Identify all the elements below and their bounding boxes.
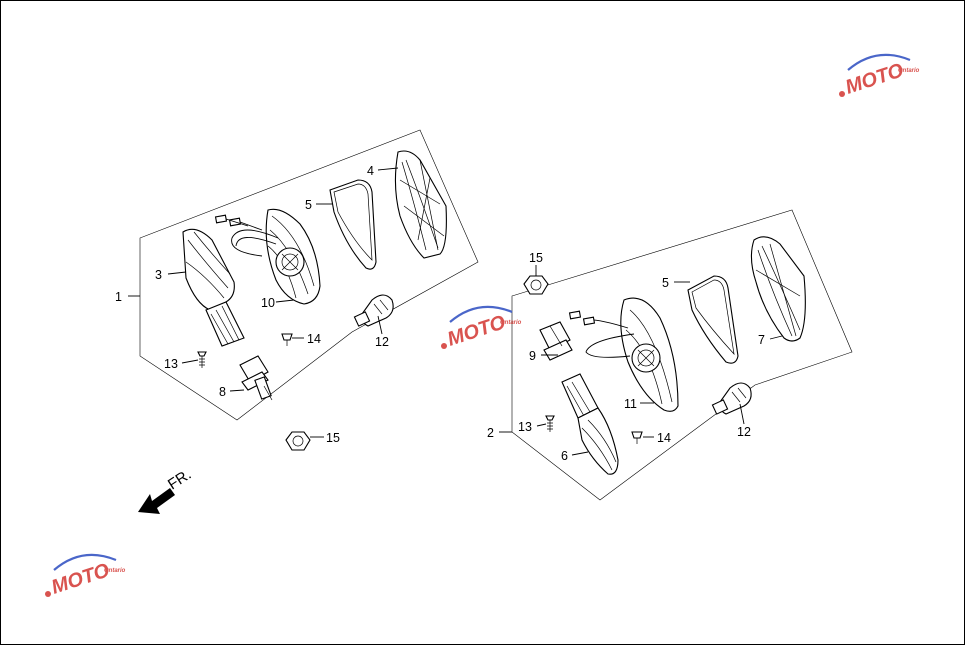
part-9-socket xyxy=(539,321,573,361)
callout-7: 7 xyxy=(758,333,765,347)
watermark-center: MOTO Ontario xyxy=(441,305,522,351)
watermark-top-right: MOTO Ontario xyxy=(839,53,920,99)
callout-5-right: 5 xyxy=(662,276,669,290)
callout-9: 9 xyxy=(529,349,536,363)
callout-12-left: 12 xyxy=(375,335,389,349)
part-8-socket xyxy=(239,355,273,401)
part-12-bulb-right xyxy=(711,382,752,415)
callout-15-right: 15 xyxy=(529,251,543,265)
leader-lines xyxy=(128,167,783,456)
part-5-gasket-left xyxy=(329,179,377,270)
callout-10: 10 xyxy=(261,296,275,310)
dot-icon xyxy=(839,91,845,97)
left-assembly-outline xyxy=(139,129,479,421)
callout-14-left: 14 xyxy=(307,332,321,346)
part-7-outer-lens xyxy=(750,236,806,342)
part-3-lens-cover xyxy=(182,228,245,347)
swoosh-icon xyxy=(847,53,911,71)
watermark-sub-text: Ontario xyxy=(104,568,126,574)
callout-8: 8 xyxy=(219,385,226,399)
watermark-sub-text: Ontario xyxy=(500,320,522,326)
part-4-outer-lens xyxy=(394,150,447,259)
callout-14-right: 14 xyxy=(657,431,671,445)
swoosh-icon xyxy=(449,305,513,323)
part-12-bulb-left xyxy=(353,294,394,327)
part-11-housing xyxy=(568,297,679,412)
callout-4: 4 xyxy=(367,164,374,178)
part-14-screw-left xyxy=(281,333,293,346)
callout-6: 6 xyxy=(561,449,568,463)
front-direction-arrow: FR. xyxy=(138,466,194,514)
swoosh-icon xyxy=(53,553,117,571)
part-14-screw-right xyxy=(631,431,643,444)
dot-icon xyxy=(45,591,51,597)
callout-15-left: 15 xyxy=(326,431,340,445)
watermark-sub-text: Ontario xyxy=(898,68,920,74)
part-13-screw-left xyxy=(197,351,207,368)
arrow-left-icon xyxy=(138,488,175,514)
watermark-bottom-left: MOTO Ontario xyxy=(45,553,126,599)
callout-2: 2 xyxy=(487,426,494,440)
callout-5-left: 5 xyxy=(305,198,312,212)
callout-3: 3 xyxy=(155,268,162,282)
callout-12-right: 12 xyxy=(737,425,751,439)
part-5-gasket-right xyxy=(687,275,739,364)
part-10-housing xyxy=(214,208,321,305)
callout-11: 11 xyxy=(624,397,637,411)
callout-13-right: 13 xyxy=(518,420,532,434)
callout-1: 1 xyxy=(115,290,122,304)
dot-icon xyxy=(441,343,447,349)
part-15-nut-right xyxy=(523,275,549,295)
part-6-lens-cover xyxy=(561,373,619,475)
part-13-screw-right xyxy=(545,415,555,432)
callout-13-left: 13 xyxy=(164,357,178,371)
part-15-nut-left xyxy=(285,431,311,451)
